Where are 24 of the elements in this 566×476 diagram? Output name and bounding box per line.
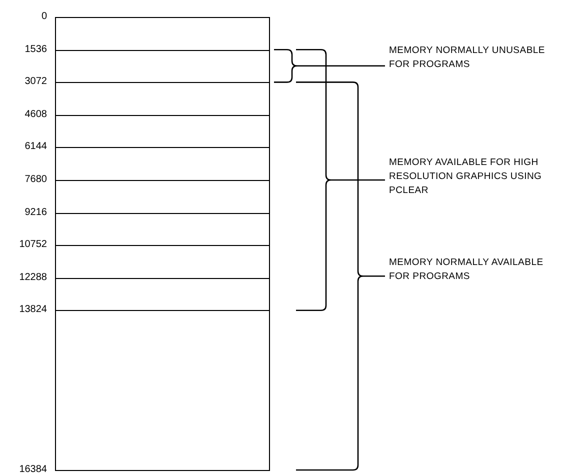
address-label: 9216 (24, 208, 47, 218)
annotation-text: MEMORY NORMALLY AVAILABLE FOR PROGRAMS (389, 256, 544, 284)
memory-block (55, 278, 270, 310)
memory-block (55, 147, 270, 180)
memory-block (55, 180, 270, 213)
address-label: 0 (40, 12, 47, 22)
memory-block (55, 50, 270, 82)
address-label: 6144 (24, 142, 47, 152)
memory-block (55, 212, 270, 246)
address-label: 13824 (18, 305, 47, 316)
address-label: 1536 (24, 44, 47, 55)
address-label: 4608 (24, 110, 47, 120)
address-label: 7680 (24, 175, 47, 185)
annotation-text: MEMORY NORMALLY UNUSABLE FOR PROGRAMS (389, 44, 546, 72)
memory-block (55, 310, 270, 472)
memory-block (55, 114, 270, 148)
address-label: 3072 (24, 77, 47, 88)
memory-block (55, 82, 270, 115)
address-label: 12288 (18, 272, 47, 283)
memory-block (55, 17, 270, 50)
address-label: 10752 (18, 240, 47, 250)
memory-block (55, 245, 270, 278)
address-label: 16384 (18, 465, 47, 475)
annotation-text: MEMORY AVAILABLE FOR HIGH RESOLUTION GRAPHICS USING PCLEAR (389, 156, 543, 198)
